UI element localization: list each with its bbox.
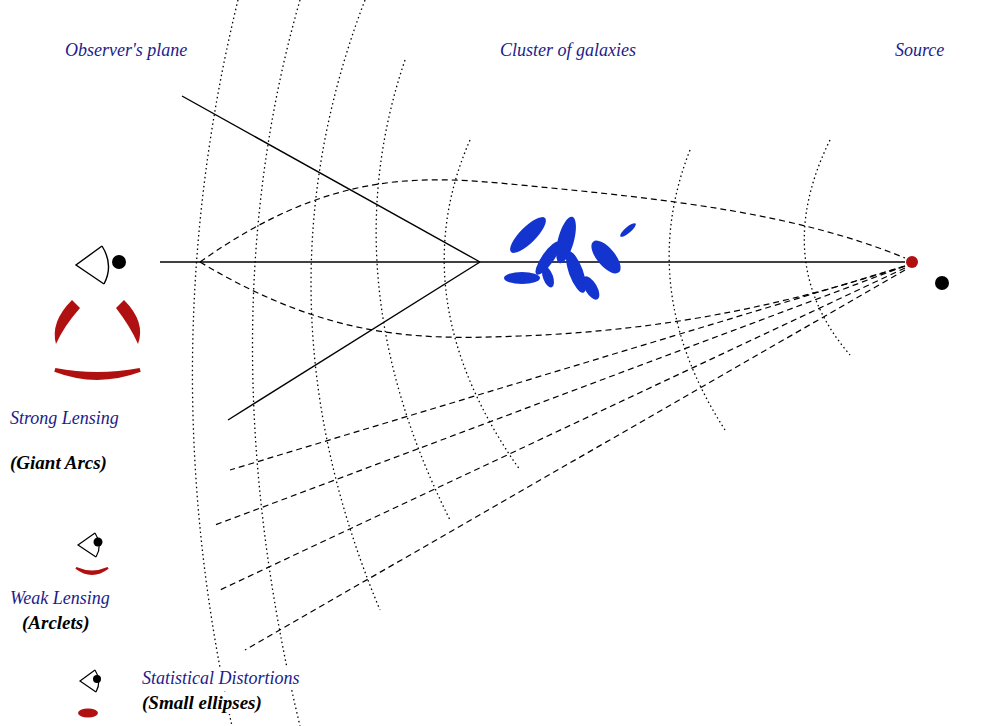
eye-pupil [93,675,101,683]
regime-note: (Arclets) [20,612,92,634]
wavefront-arc [444,140,520,470]
giant-arcs [55,300,140,378]
eye-outline [102,246,109,284]
regime-label: Statistical Distortions [140,668,302,689]
light-ray [215,266,905,525]
galaxy [504,272,540,284]
galaxy [579,274,602,303]
regime-note: (Small ellipses) [140,692,264,714]
eye-outline [78,533,96,557]
regime-note: (Giant Arcs) [8,452,109,474]
wavefront-arc [669,150,725,430]
deflection-line [182,96,480,262]
light-ray [220,268,905,590]
wavefronts [192,0,850,726]
regime-label: Weak Lensing [8,588,112,609]
giant-arc [55,370,140,378]
galaxy [505,212,550,257]
light-ray [200,262,905,337]
cluster-label: Cluster of galaxies [498,40,638,61]
plane-label: Observer's plane [63,40,189,61]
source-label: Source [893,40,946,61]
regime-label: Strong Lensing [8,408,121,429]
galaxy [540,265,557,289]
giant-arc [55,300,80,344]
light-ray [245,270,905,650]
source-dot [906,256,918,268]
galaxy-cluster [504,212,638,302]
observer-eye [76,246,109,284]
wavefront-arc [804,140,850,355]
light-rays [200,180,905,650]
eye-pupil [112,255,126,269]
wavefront-arc [253,0,301,726]
small-ellipse [78,709,98,718]
eye-pupil [94,538,103,547]
bullet-dot [935,276,949,290]
wavefront-arc [192,0,238,726]
wavefront-arc [311,0,380,610]
galaxy [618,221,637,238]
galaxy [586,236,626,278]
light-ray [230,266,905,470]
giant-arc [116,300,140,344]
optical-axis [160,261,905,262]
geometry-lines [160,96,905,420]
eye-outline [76,246,104,284]
arclet [76,568,108,574]
deflection-line [228,262,480,420]
